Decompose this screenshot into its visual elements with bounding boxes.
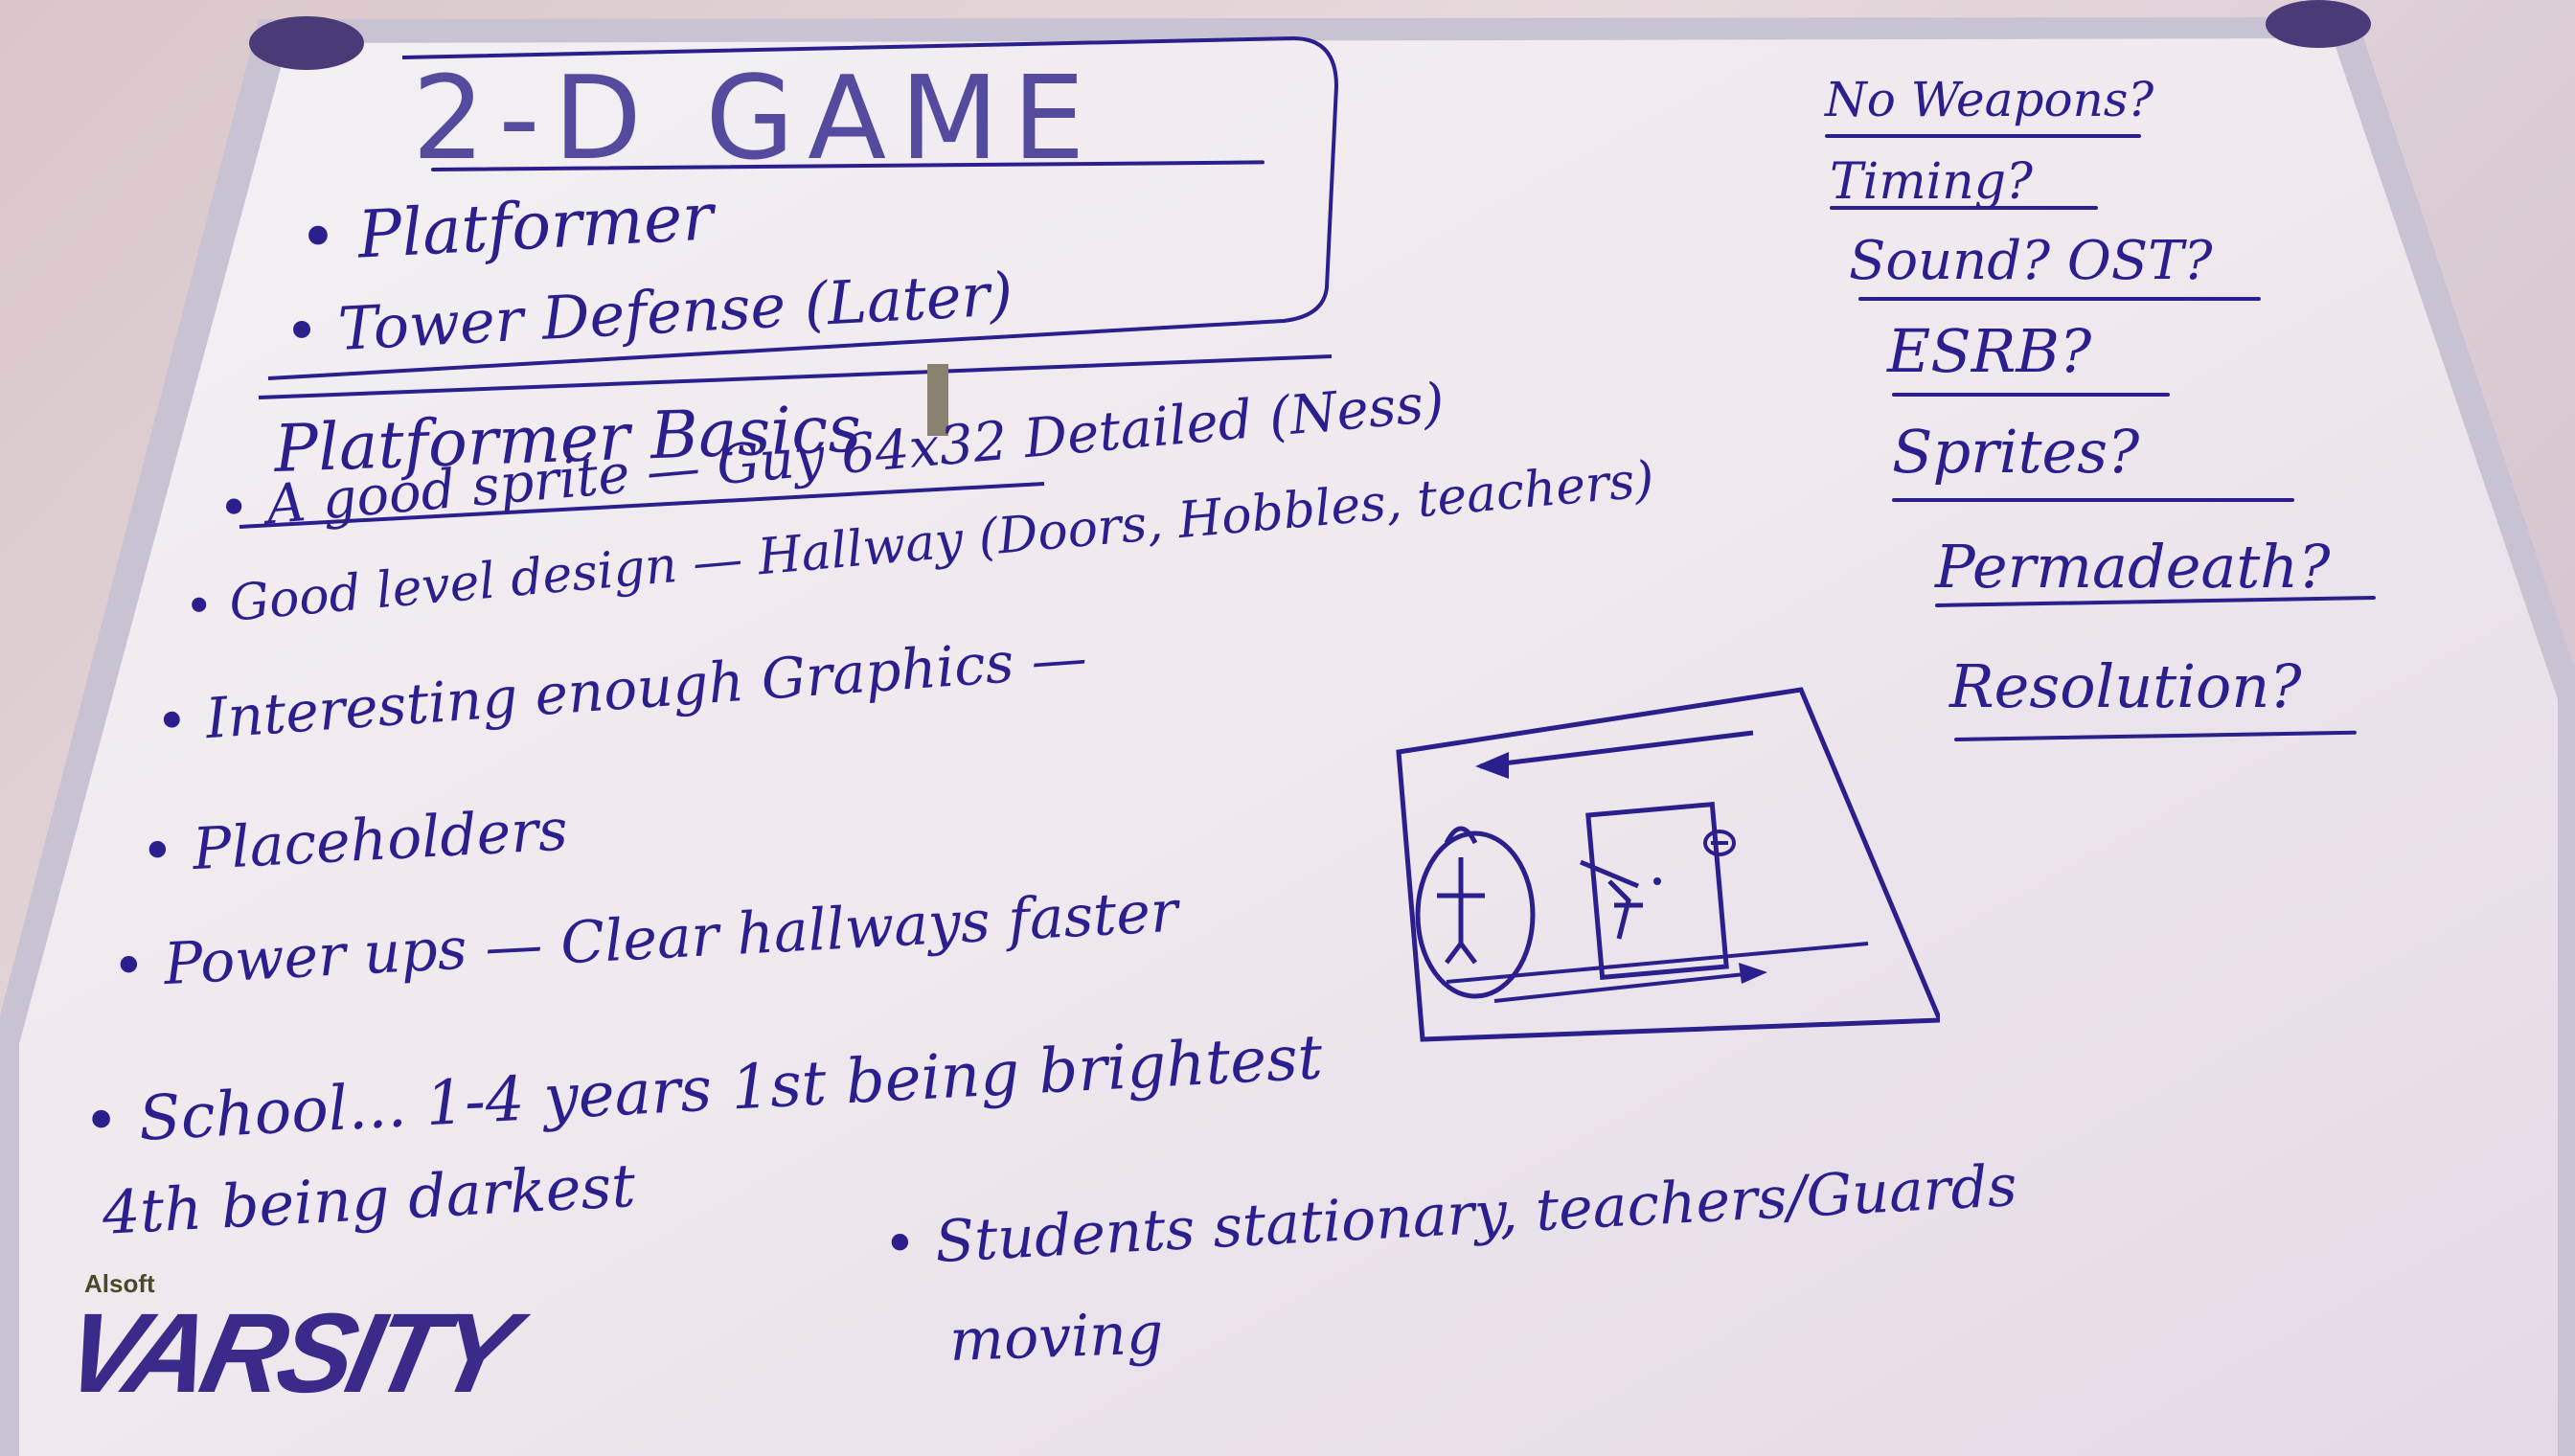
question-item: Sound? OST? <box>1849 230 2213 292</box>
question-item: Permadeath? <box>1935 532 2331 602</box>
frame-corner <box>2266 0 2371 48</box>
title-bubble-outline <box>267 35 1339 380</box>
brand-small-text: Alsoft <box>84 1269 155 1298</box>
divider-line <box>239 482 1045 529</box>
question-item: Sprites? <box>1892 417 2140 487</box>
question-underline <box>1892 498 2294 502</box>
question-item: No Weapons? <box>1825 72 2154 127</box>
level-sketch <box>1396 687 1940 1042</box>
question-item: ESRB? <box>1887 316 2092 386</box>
divider-line <box>258 354 1333 399</box>
frame-corner <box>249 16 364 70</box>
brand-logo: VARSITY <box>53 1290 522 1417</box>
question-underline <box>1892 393 2170 397</box>
question-underline <box>1825 134 2141 138</box>
question-item: Timing? <box>1830 153 2033 211</box>
question-underline <box>1830 206 2098 210</box>
question-underline <box>1858 297 2261 301</box>
bullet-item: moving <box>948 1300 1165 1375</box>
marker-mark <box>927 364 948 436</box>
question-item: Resolution? <box>1949 651 2302 721</box>
